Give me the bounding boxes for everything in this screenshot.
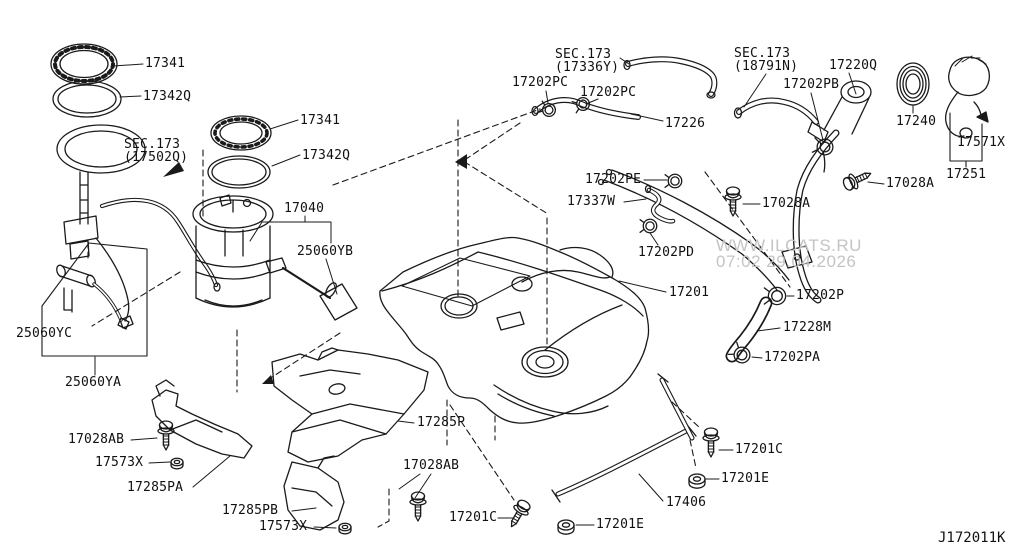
bolt-17028a-mid-icon	[724, 186, 742, 217]
clamp-17202pe-icon	[664, 173, 683, 189]
part-label-17028a-mid[interactable]: 17028A	[762, 196, 811, 211]
part-label-17202pc-a[interactable]: 17202PC	[512, 75, 569, 90]
part-label-17028ab-left[interactable]: 17028AB	[68, 432, 125, 447]
part-label-25060yb[interactable]: 25060YB	[297, 244, 354, 259]
diagram-code: J172011K	[938, 530, 1006, 546]
fuel-gauge-unit-drawing	[42, 243, 147, 356]
filler-neck-drawing	[599, 81, 872, 300]
bolt-17201c-right-icon	[702, 427, 720, 458]
section-ref-line1: SEC.173	[555, 47, 612, 62]
part-label-17202p[interactable]: 17202P	[796, 288, 845, 303]
fuel-pump-module-drawing	[193, 116, 357, 320]
filler-cap-drawing	[897, 56, 989, 167]
site-watermark: WWW.ILCATS.RU 07:02 29.04.2026	[716, 236, 862, 271]
clamp-17202pd-icon	[639, 218, 658, 234]
watermark-url: WWW.ILCATS.RU	[716, 236, 862, 255]
section-ref-line1: SEC.173	[124, 137, 181, 152]
part-label-17228m[interactable]: 17228M	[783, 320, 832, 335]
part-label-17028a-right[interactable]: 17028A	[886, 176, 935, 191]
part-label-17220q[interactable]: 17220Q	[829, 58, 878, 73]
part-label-17240[interactable]: 17240	[896, 114, 937, 129]
part-label-17341-a[interactable]: 17341	[145, 56, 186, 71]
bolt-17028a-right-icon	[840, 165, 875, 194]
part-label-17341-b[interactable]: 17341	[300, 113, 341, 128]
section-ref-17502q[interactable]: SEC.173 (17502Q)	[124, 138, 188, 164]
part-label-17028ab-mid[interactable]: 17028AB	[403, 458, 460, 473]
part-label-17342q-a[interactable]: 17342Q	[143, 89, 192, 104]
part-label-17337w[interactable]: 17337W	[567, 194, 616, 209]
section-ref-line2: (17502Q)	[124, 150, 189, 165]
tank-protector-drawing	[152, 348, 428, 530]
part-label-17201c-right[interactable]: 17201C	[735, 442, 784, 457]
nut-17201e-right-icon	[688, 473, 706, 489]
sec-17502q-arrow-icon	[163, 162, 184, 177]
fuel-sender-drawing	[51, 44, 220, 328]
part-label-17202pb[interactable]: 17202PB	[783, 77, 840, 92]
watermark-timestamp: 07:02 29.04.2026	[716, 252, 857, 271]
section-ref-line2: (18791N)	[734, 59, 799, 74]
construction-lines	[88, 109, 790, 527]
part-label-25060yc[interactable]: 25060YC	[16, 326, 73, 341]
part-label-17201e-right[interactable]: 17201E	[721, 471, 770, 486]
part-label-17251[interactable]: 17251	[946, 167, 987, 182]
part-label-17573x-a[interactable]: 17573X	[95, 455, 144, 470]
screw-17573x-a-icon	[170, 457, 184, 470]
part-label-17406[interactable]: 17406	[666, 495, 707, 510]
reference-arrows	[163, 154, 467, 384]
bolt-17201c-left-icon	[503, 496, 534, 532]
part-label-17040[interactable]: 17040	[284, 201, 325, 216]
part-label-17202pd[interactable]: 17202PD	[638, 245, 695, 260]
view-arrow-icon	[455, 154, 467, 169]
section-ref-line1: SEC.173	[734, 46, 791, 61]
screw-17573x-b-icon	[338, 522, 352, 535]
part-label-17201c-left[interactable]: 17201C	[449, 510, 498, 525]
part-label-17285pa[interactable]: 17285PA	[127, 480, 184, 495]
part-label-17573x-b[interactable]: 17573X	[259, 519, 308, 534]
section-ref-18791n[interactable]: SEC.173 (18791N)	[734, 47, 798, 73]
leader-lines	[95, 58, 913, 528]
clamp-17202p-icon	[763, 286, 787, 306]
evap-hose-drawing	[646, 186, 674, 222]
part-label-17201[interactable]: 17201	[669, 285, 710, 300]
part-label-17202pa[interactable]: 17202PA	[764, 350, 821, 365]
part-label-17201e-left[interactable]: 17201E	[596, 517, 645, 532]
part-label-17571x[interactable]: 17571X	[957, 135, 1006, 150]
part-label-17226[interactable]: 17226	[665, 116, 706, 131]
protector-arrow-icon	[262, 375, 274, 384]
tank-band-drawing	[552, 374, 696, 502]
nut-17201e-left-icon	[557, 519, 575, 535]
bolt-17028ab-mid-icon	[409, 491, 427, 522]
part-label-17285p[interactable]: 17285P	[417, 415, 466, 430]
part-label-17285pb[interactable]: 17285PB	[222, 503, 279, 518]
section-ref-line2: (17336Y)	[555, 60, 620, 75]
part-label-17342q-b[interactable]: 17342Q	[302, 148, 351, 163]
part-label-25060ya[interactable]: 25060YA	[65, 375, 122, 390]
section-ref-17336y[interactable]: SEC.173 (17336Y)	[555, 48, 619, 74]
part-label-17202pc-b[interactable]: 17202PC	[580, 85, 637, 100]
fuel-tank-drawing	[380, 237, 649, 423]
part-label-17202pe[interactable]: 17202PE	[585, 172, 642, 187]
